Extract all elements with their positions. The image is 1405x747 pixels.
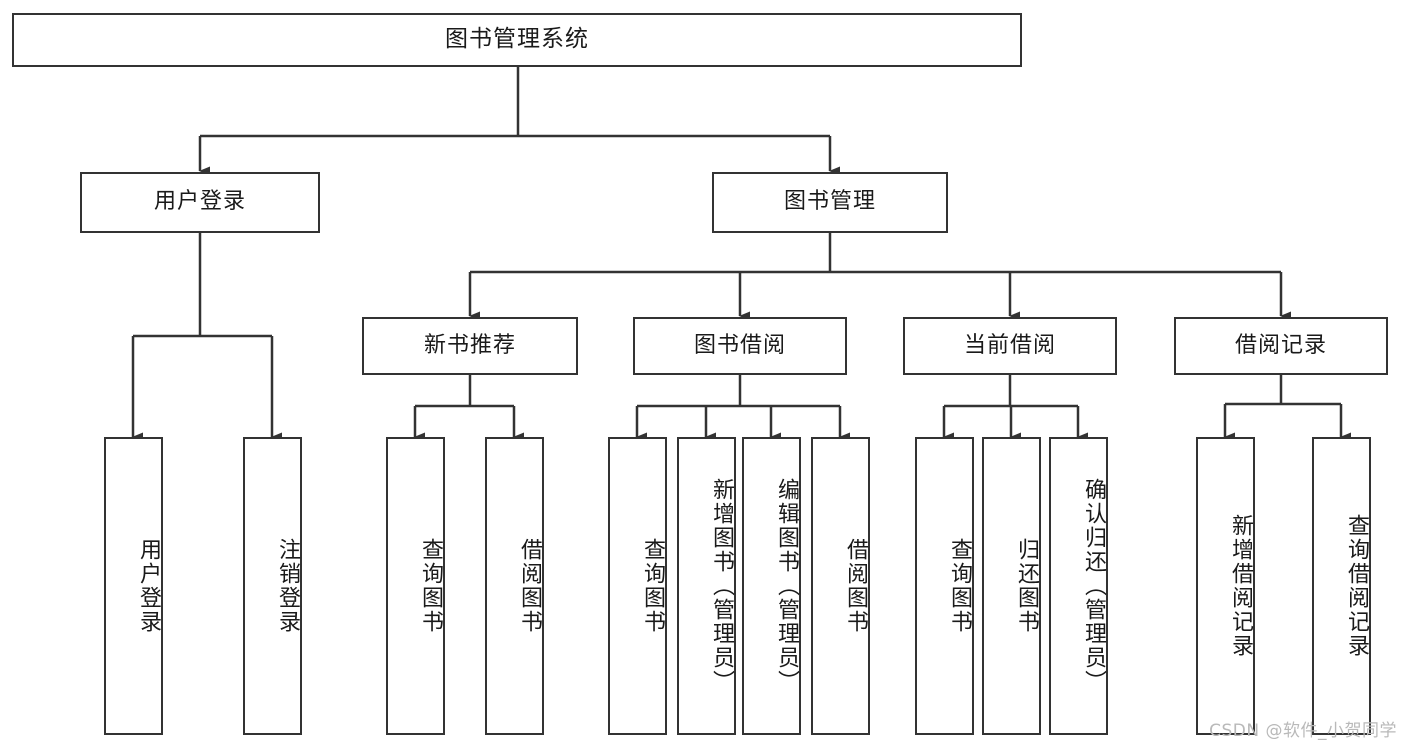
leaf-borrow-book[interactable]: 借阅图书 xyxy=(811,437,870,735)
leaf-confirm-return-admin[interactable]: 确认归还（管理员） xyxy=(1049,437,1108,735)
node-current-borrow[interactable]: 当前借阅 xyxy=(903,317,1117,375)
leaf-borrow-book-new[interactable]: 借阅图书 xyxy=(485,437,544,735)
leaf-add-book-admin[interactable]: 新增图书（管理员） xyxy=(677,437,736,735)
leaf-logout[interactable]: 注销登录 xyxy=(243,437,302,735)
leaf-return-book[interactable]: 归还图书 xyxy=(982,437,1041,735)
leaf-edit-book-admin[interactable]: 编辑图书（管理员） xyxy=(742,437,801,735)
leaf-query-book-new[interactable]: 查询图书 xyxy=(386,437,445,735)
leaf-add-borrow-record[interactable]: 新增借阅记录 xyxy=(1196,437,1255,735)
leaf-user-login[interactable]: 用户登录 xyxy=(104,437,163,735)
leaf-query-book-current[interactable]: 查询图书 xyxy=(915,437,974,735)
node-root-system[interactable]: 图书管理系统 xyxy=(12,13,1022,67)
node-new-book-recommend[interactable]: 新书推荐 xyxy=(362,317,578,375)
node-borrow-record[interactable]: 借阅记录 xyxy=(1174,317,1388,375)
node-book-management[interactable]: 图书管理 xyxy=(712,172,948,233)
leaf-query-book-borrow[interactable]: 查询图书 xyxy=(608,437,667,735)
leaf-query-borrow-record[interactable]: 查询借阅记录 xyxy=(1312,437,1371,735)
node-book-borrow[interactable]: 图书借阅 xyxy=(633,317,847,375)
node-user-login[interactable]: 用户登录 xyxy=(80,172,320,233)
